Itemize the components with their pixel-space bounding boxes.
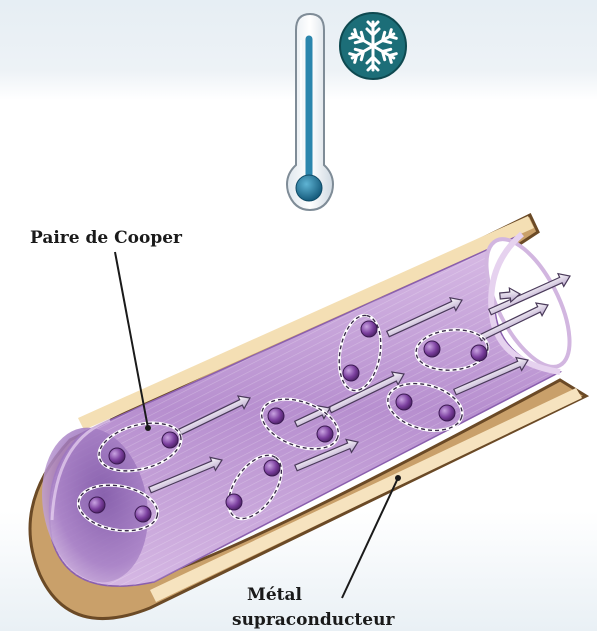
electron [109, 448, 125, 464]
electron [317, 426, 333, 442]
electron [396, 394, 412, 410]
electron [226, 494, 242, 510]
snowflake-icon [340, 13, 406, 79]
electron [439, 405, 455, 421]
electron [471, 345, 487, 361]
electron [343, 365, 359, 381]
cooper-pair-label: Paire de Cooper [30, 228, 182, 248]
metal-label-line1: Métal [247, 585, 302, 605]
thermometer-icon [287, 14, 333, 210]
electron [268, 408, 284, 424]
electron [135, 506, 151, 522]
electron [264, 460, 280, 476]
electron [162, 432, 178, 448]
electron [89, 497, 105, 513]
metal-label-line2: supraconducteur [232, 610, 394, 630]
electron [361, 321, 377, 337]
cooper-pair-leader-dot [145, 425, 151, 431]
metal-leader-dot [395, 475, 401, 481]
electron [424, 341, 440, 357]
